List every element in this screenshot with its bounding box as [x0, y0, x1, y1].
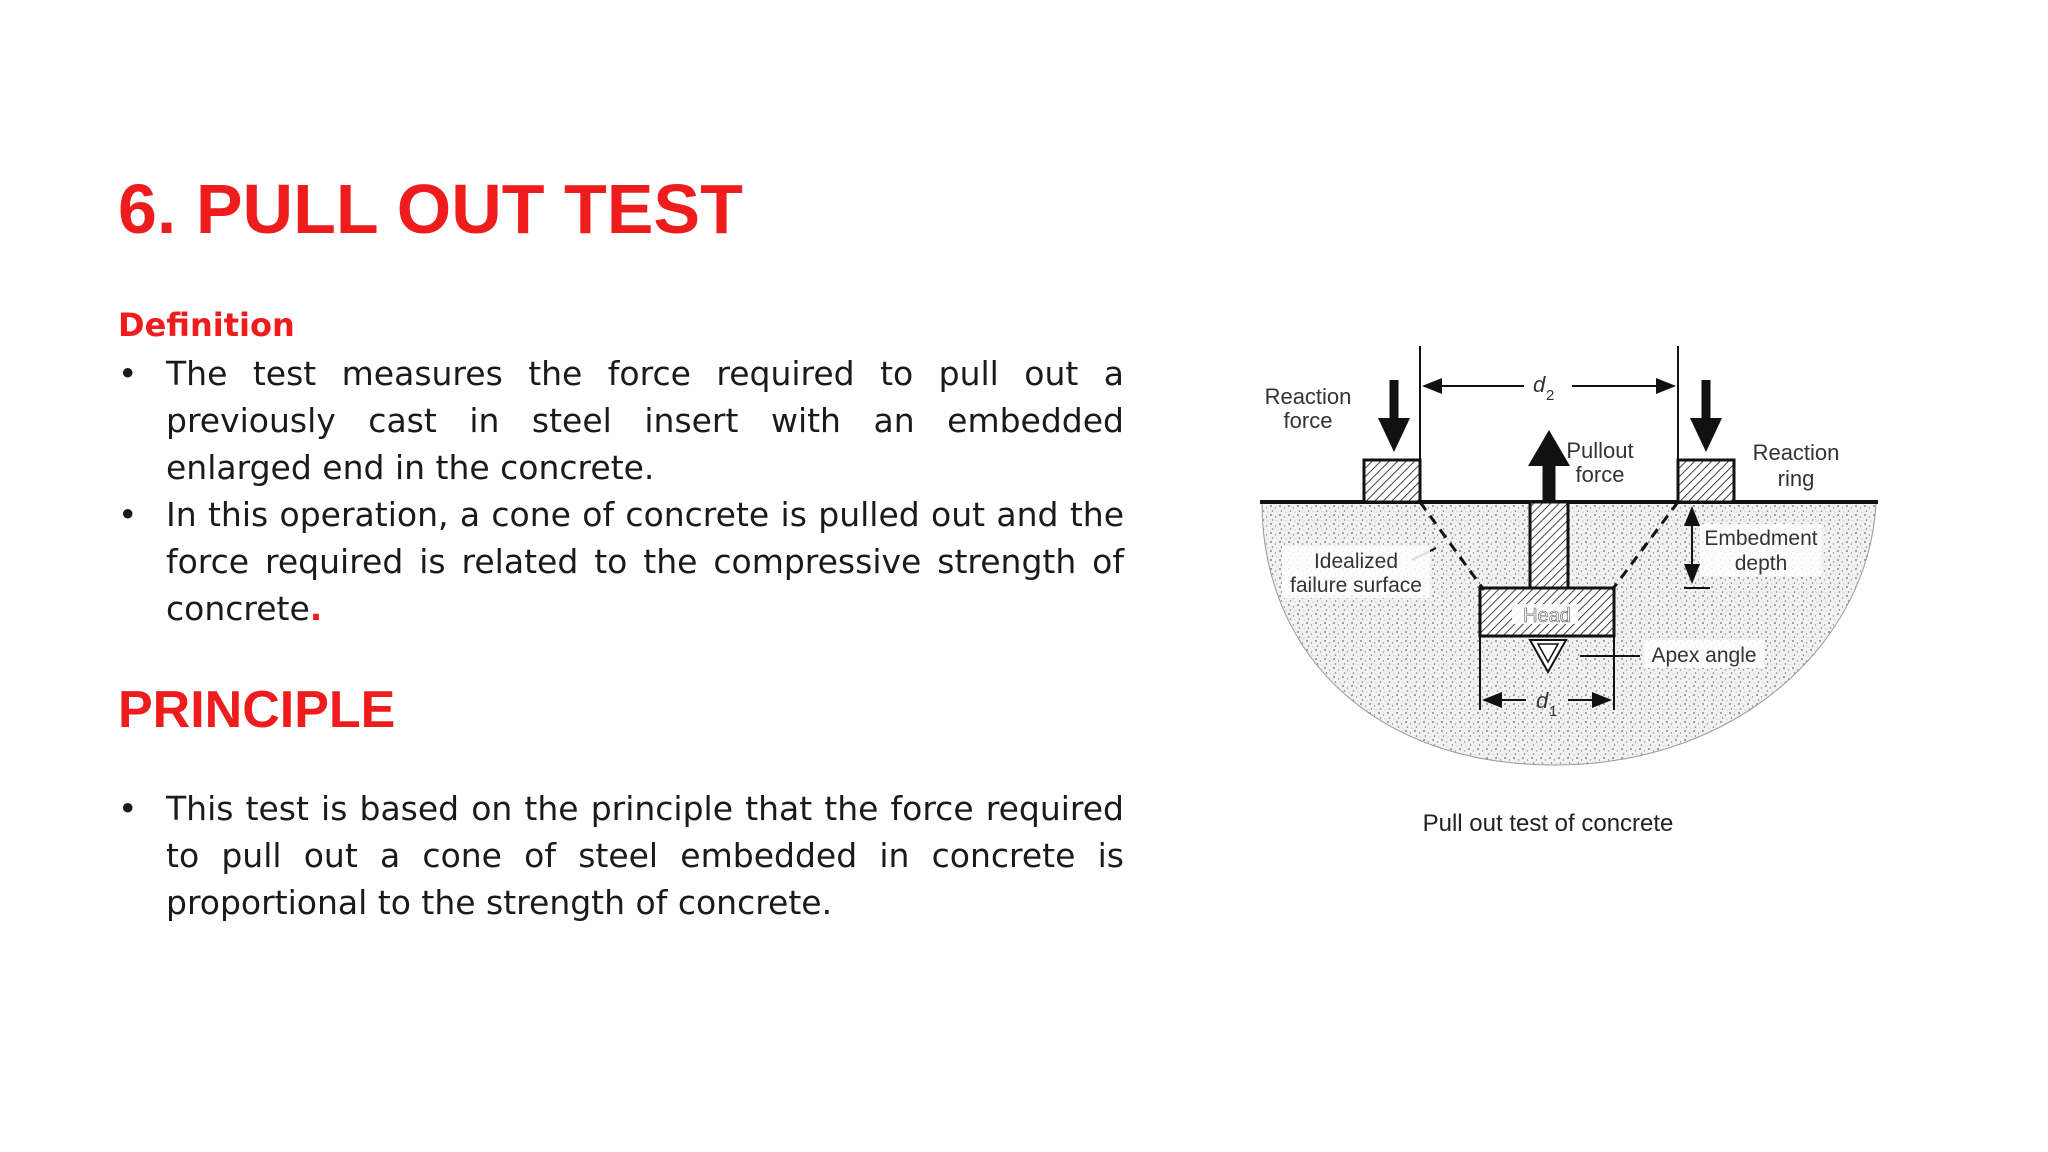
reaction-force-label-line1: Reaction — [1265, 384, 1352, 409]
bullet-end-mark: . — [309, 589, 323, 628]
d2-subscript: 2 — [1546, 387, 1554, 404]
bullet-text: In this operation, a cone of concrete is… — [166, 495, 1124, 628]
list-item: • In this operation, a cone of concrete … — [118, 491, 1124, 632]
idealized-failure-label-line2: failure surface — [1290, 574, 1422, 597]
idealized-failure-label-line1: Idealized — [1314, 550, 1398, 573]
bullet-icon: • — [118, 495, 138, 534]
slide-title: 6. PULL OUT TEST — [118, 170, 743, 248]
reaction-force-arrow-right — [1690, 418, 1722, 452]
pullout-force-label-line1: Pullout — [1566, 438, 1633, 463]
embedment-depth-label-line1: Embedment — [1704, 527, 1817, 550]
failure-surface-right — [1610, 501, 1680, 591]
d1-subscript: 1 — [1549, 703, 1557, 720]
definition-list: • The test measures the force required t… — [118, 350, 1124, 632]
head-label: Head — [1523, 605, 1571, 627]
reaction-force-label-line2: force — [1284, 408, 1333, 433]
insert-stem — [1528, 500, 1570, 592]
embedment-depth-label-line2: depth — [1735, 552, 1788, 575]
reaction-ring-label-line1: Reaction — [1753, 440, 1840, 465]
principle-list: • This test is based on the principle th… — [118, 785, 1124, 926]
bullet-icon: • — [118, 789, 138, 828]
bullet-icon: • — [118, 354, 138, 393]
definition-heading: Definition — [118, 306, 295, 344]
bullet-text: This test is based on the principle that… — [166, 789, 1124, 922]
pullout-force-label-line2: force — [1576, 462, 1625, 487]
apex-triangle — [1528, 639, 1568, 675]
pull-out-test-diagram: d 2 d 1 Reaction force Pullout force Rea… — [1260, 346, 1878, 766]
figure-caption: Pull out test of concrete — [1422, 810, 1674, 837]
list-item: • This test is based on the principle th… — [118, 785, 1124, 926]
reaction-force-arrow-left — [1378, 418, 1410, 452]
principle-heading: PRINCIPLE — [118, 681, 396, 739]
reaction-ring-right — [1676, 458, 1736, 504]
d1-label: d — [1536, 688, 1549, 713]
pullout-force-arrow — [1528, 430, 1570, 466]
bullet-text: The test measures the force required to … — [166, 354, 1124, 487]
reaction-ring-label-line2: ring — [1778, 466, 1815, 491]
d2-label: d — [1533, 372, 1546, 397]
reaction-ring-left — [1362, 458, 1422, 504]
failure-surface-left — [1418, 501, 1486, 591]
insert-head — [1478, 586, 1616, 638]
apex-angle-label: Apex angle — [1651, 644, 1756, 667]
list-item: • The test measures the force required t… — [118, 350, 1124, 491]
